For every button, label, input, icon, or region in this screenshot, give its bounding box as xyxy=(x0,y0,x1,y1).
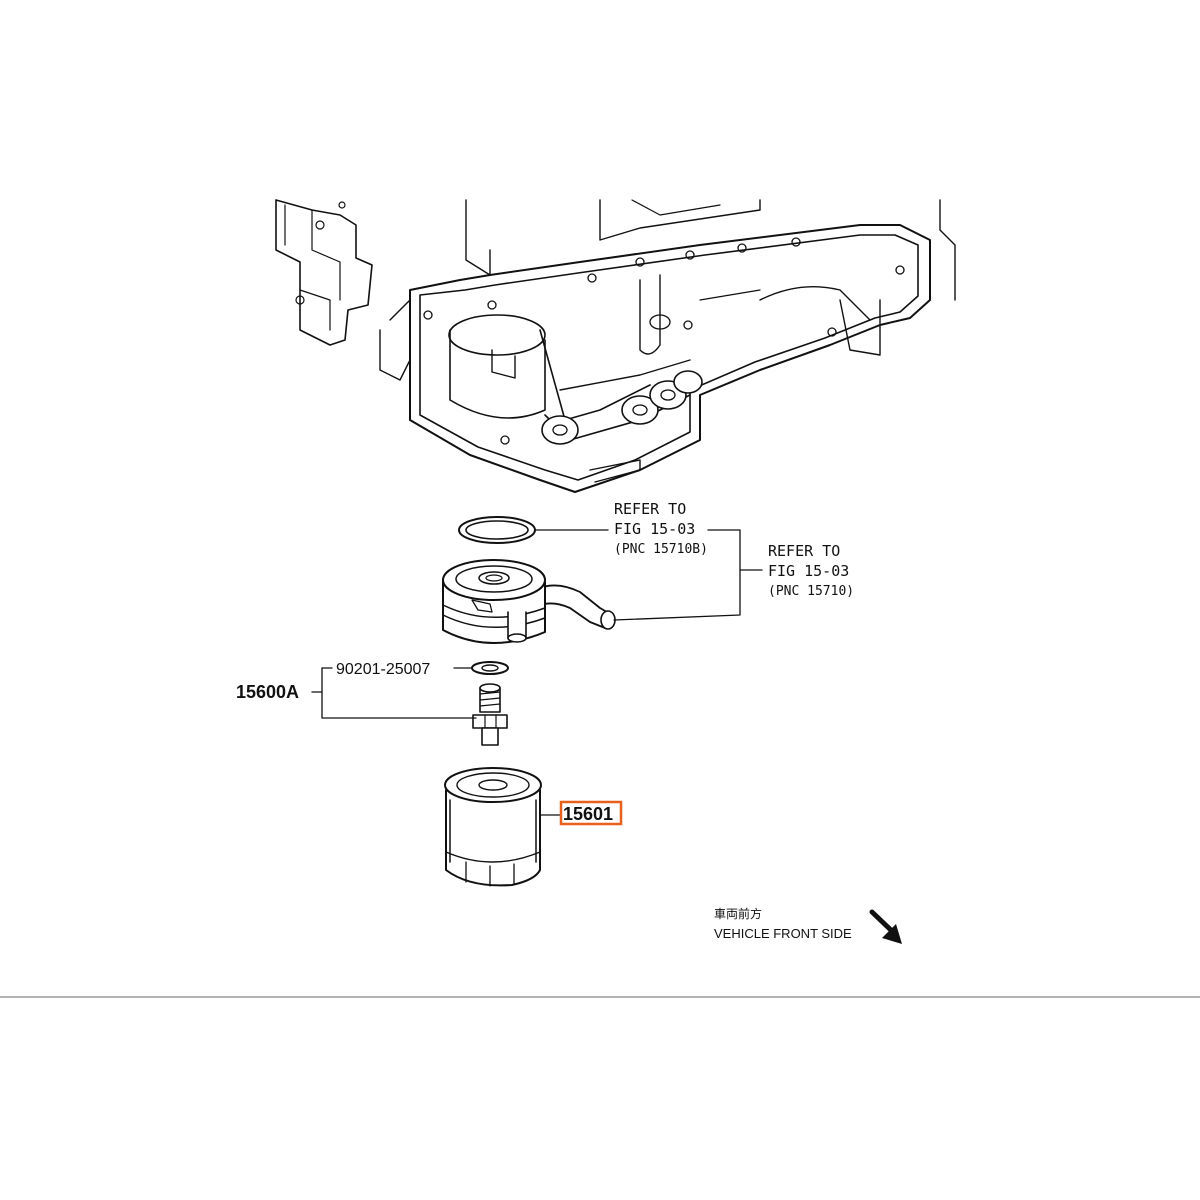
refer-2-line2: FIG 15-03 xyxy=(768,562,849,580)
washer-part-number: 90201-25007 xyxy=(336,661,430,678)
refer-2-pnc: (PNC 15710) xyxy=(768,584,854,599)
leader-lines xyxy=(311,529,763,816)
filter-part-number: 15601 xyxy=(563,804,613,824)
o-ring-gasket xyxy=(458,516,536,544)
highlight-box xyxy=(559,800,623,826)
oil-cooler-illustration xyxy=(442,559,616,644)
orientation-label-english: VEHICLE FRONT SIDE xyxy=(714,926,852,941)
washer xyxy=(471,661,509,675)
arrow-down-right-icon xyxy=(869,909,902,944)
union-bolt xyxy=(472,683,508,746)
refer-1-line2: FIG 15-03 xyxy=(614,520,695,538)
filter-part-highlight[interactable]: 15601 xyxy=(559,800,623,826)
engine-block-illustration xyxy=(275,199,956,493)
refer-1-line1: REFER TO xyxy=(614,500,686,518)
assembly-part-number: 15600A xyxy=(236,682,299,702)
oil-filter xyxy=(444,767,542,887)
refer-2-line1: REFER TO xyxy=(768,542,840,560)
orientation-label-japanese: 車両前方 xyxy=(714,906,762,921)
refer-1-pnc: (PNC 15710B) xyxy=(614,542,708,557)
